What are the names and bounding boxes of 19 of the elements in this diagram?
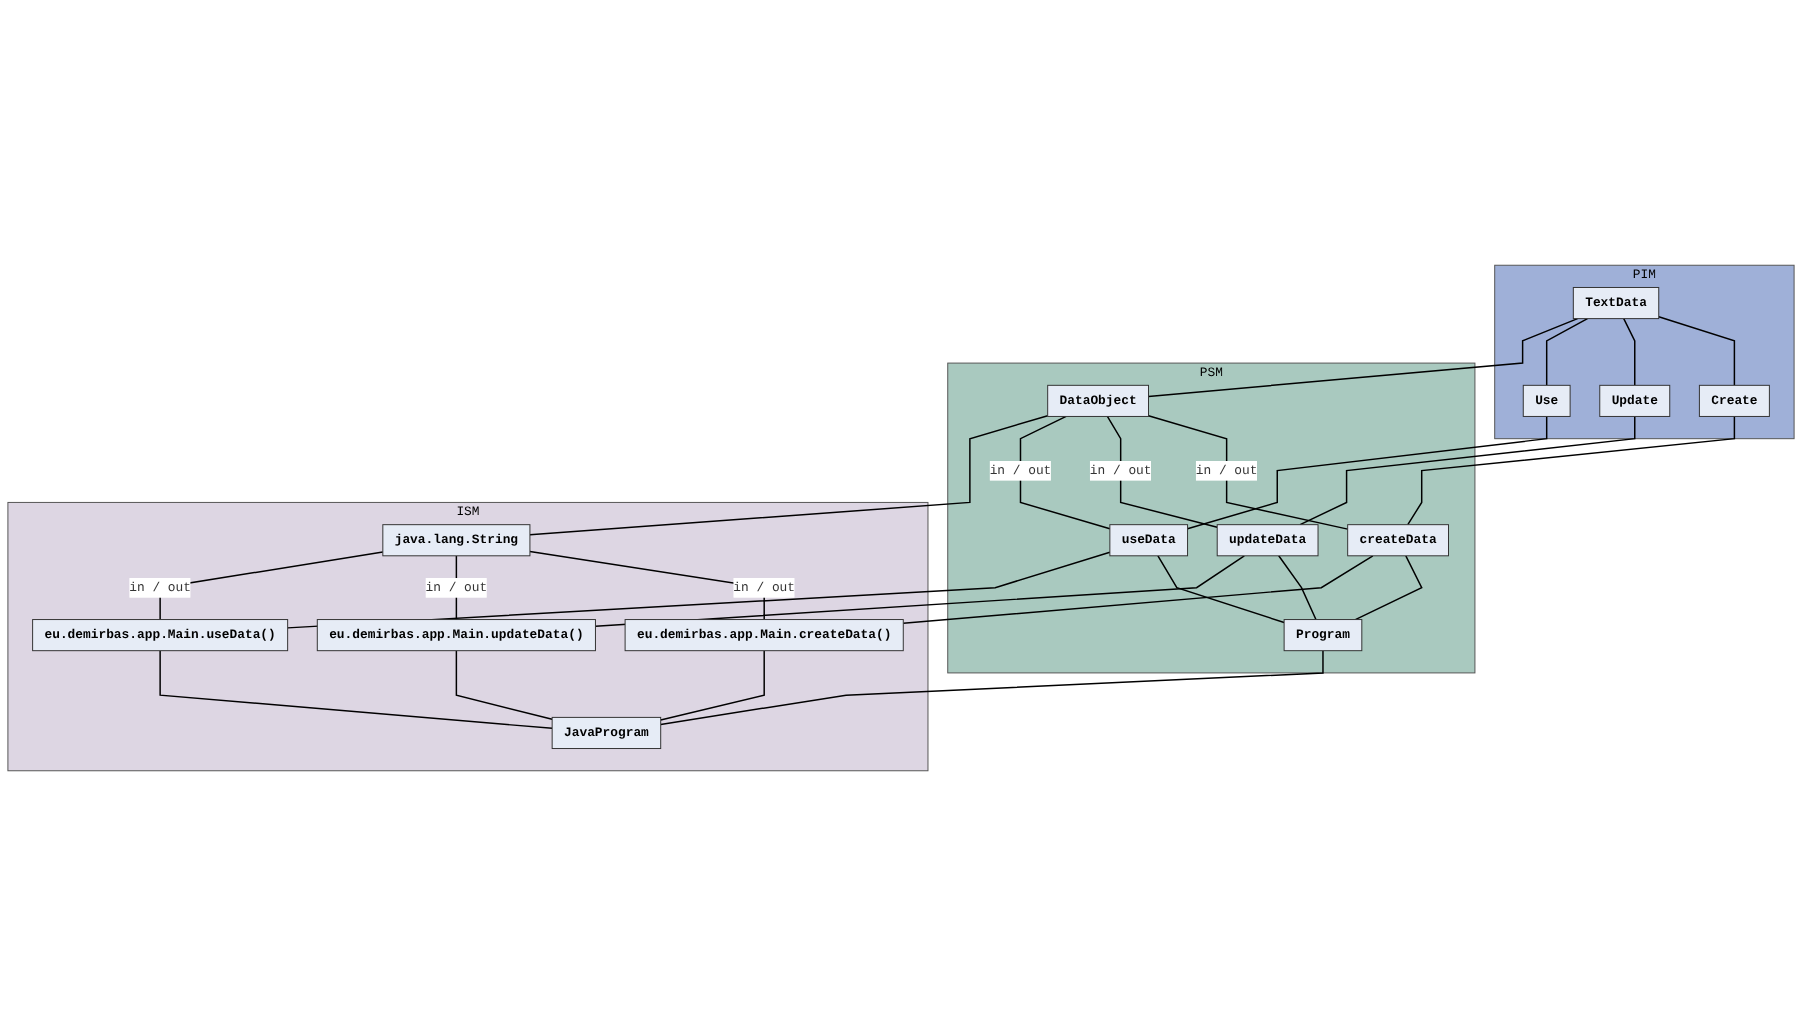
connector: [1278, 555, 1317, 621]
connector: [1147, 414, 1349, 530]
connector: [659, 649, 1324, 726]
connector: [1147, 317, 1579, 398]
connector: [1106, 415, 1218, 528]
connector: [455, 649, 553, 720]
connector: [659, 649, 765, 721]
connector: [529, 415, 1049, 536]
connector: [159, 649, 553, 730]
connector: [1658, 315, 1736, 387]
connector: [1545, 317, 1589, 387]
connector: [1623, 317, 1636, 387]
connector: [1354, 555, 1423, 621]
connector: [1299, 415, 1636, 526]
connector: [1186, 415, 1548, 530]
connector: [902, 555, 1374, 624]
connector: [1157, 555, 1285, 624]
connector: [1019, 415, 1111, 530]
connector: [1407, 415, 1736, 526]
